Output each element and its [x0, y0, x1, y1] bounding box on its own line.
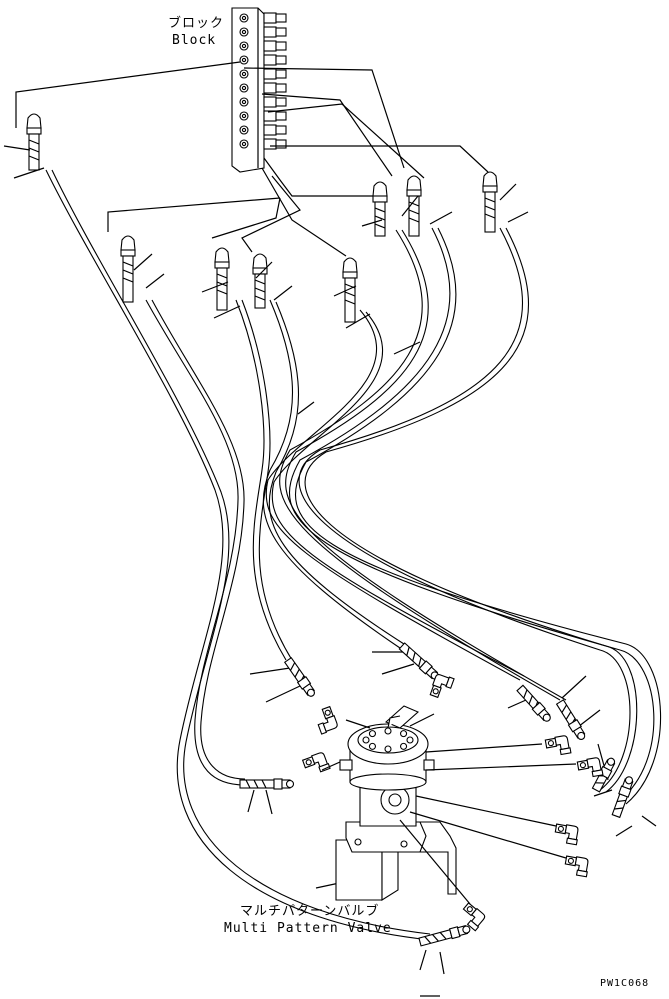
block-port	[239, 110, 287, 122]
block-port	[239, 12, 287, 24]
flexible-hose-bundle	[45, 169, 662, 941]
hose-fitting	[26, 113, 42, 171]
hose-fitting	[342, 257, 358, 323]
block-port	[239, 138, 287, 150]
elbow-fitting	[317, 705, 338, 735]
hose-fitting	[214, 247, 230, 311]
hose-end-fitting	[398, 642, 439, 680]
elbow-fitting	[544, 735, 572, 756]
hose-fitting	[252, 253, 268, 309]
hose-end-fitting	[283, 656, 315, 697]
hose-fitting	[120, 235, 136, 303]
valve-label-jp: マルチパターンバルブ	[240, 903, 379, 919]
elbow-fitting	[554, 823, 579, 846]
hose-fitting	[372, 181, 388, 237]
valve-port	[368, 730, 376, 738]
elbow-fitting	[429, 674, 455, 699]
lower-hose-fittings	[239, 642, 634, 947]
valve-port	[384, 727, 392, 735]
leader-lines	[3, 145, 657, 997]
block-port	[239, 40, 287, 52]
block-label-en: Block	[172, 33, 216, 48]
block-manifold	[231, 7, 287, 173]
hose-end-fitting	[516, 684, 551, 722]
valve-port	[368, 742, 376, 750]
valve-port	[400, 730, 408, 738]
valve-connection-lines	[321, 713, 577, 905]
valve-port	[400, 742, 408, 750]
valve-label-en: Multi Pattern Valve	[224, 921, 392, 936]
elbow-fitting	[576, 757, 604, 778]
block-port	[239, 82, 287, 94]
valve-port	[362, 736, 370, 744]
elbow-fitting	[301, 752, 331, 773]
block-port	[239, 26, 287, 38]
elbow-fitting	[564, 855, 589, 878]
hose-end-fitting	[418, 925, 471, 947]
block-port	[239, 54, 287, 66]
upper-hose-fittings	[26, 113, 498, 323]
drawing-code: PW1C068	[600, 978, 649, 989]
multi-pattern-valve	[335, 705, 457, 901]
elbow-fitting	[462, 902, 486, 932]
hose-end-fitting	[555, 699, 586, 740]
block-label-jp: ブロック	[168, 15, 224, 31]
valve-port	[406, 736, 414, 744]
upper-pipe-runs	[15, 61, 489, 257]
block-port	[239, 96, 287, 108]
hose-fitting	[406, 175, 422, 237]
valve-port	[384, 745, 392, 753]
hose-end-fitting	[611, 776, 634, 819]
block-port	[239, 124, 287, 136]
hose-fitting	[482, 171, 498, 233]
hose-end-fitting	[239, 778, 295, 790]
